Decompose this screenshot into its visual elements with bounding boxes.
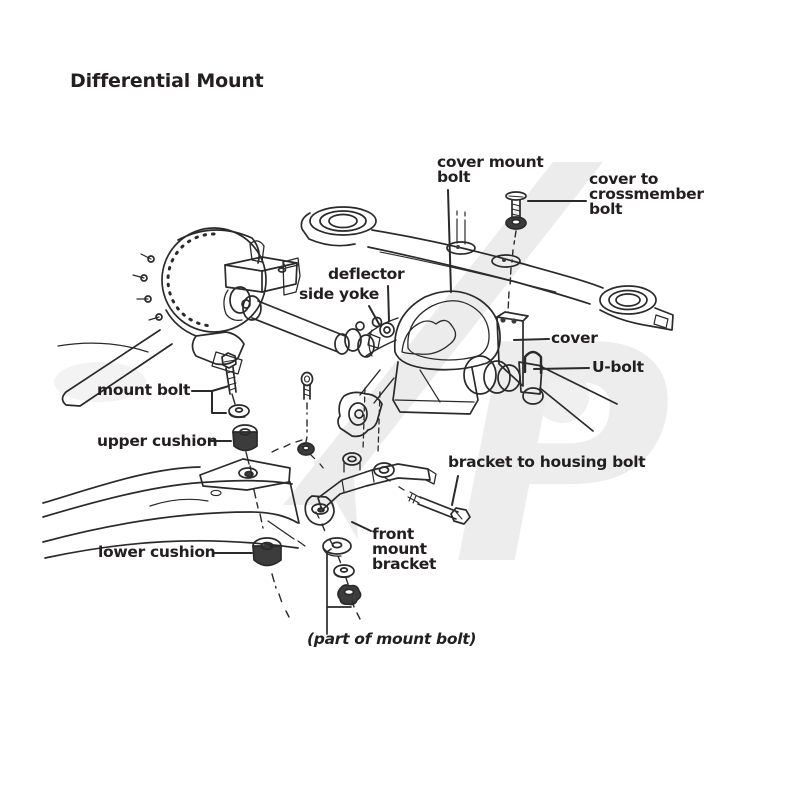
leader-side-yoke — [368, 305, 380, 325]
label-cover-to-crossmember-bolt: cover to crossmember bolt — [589, 170, 704, 218]
frame-rail-drawing — [42, 458, 306, 618]
u-bolt-output-drawing — [463, 350, 618, 432]
label-front-mount-bracket: front mount bracket — [372, 525, 437, 573]
label-side-yoke: side yoke — [299, 285, 379, 303]
label-part-of-mount-bolt: (part of mount bolt) — [307, 630, 477, 648]
label-mount-bolt: mount bolt — [97, 381, 191, 399]
leader-front-mount-bracket — [351, 521, 372, 532]
differential-housing-drawing — [337, 290, 529, 454]
leader-mount-bolt — [191, 385, 230, 414]
mount-bolt-parts-stack-drawing — [315, 511, 362, 620]
side-yoke-drawing — [251, 300, 395, 358]
leader-lines — [191, 189, 590, 635]
axle-drum-drawing — [57, 227, 298, 407]
page-title: Differential Mount — [70, 70, 264, 92]
label-cover-mount-bolt: cover mount bolt — [437, 153, 544, 186]
label-upper-cushion: upper cushion — [97, 432, 218, 450]
leader-cover — [513, 338, 550, 341]
mount-bolt-stack-drawing — [221, 352, 258, 465]
leader-u-bolt — [533, 367, 590, 370]
leader-part-of-mount-bolt — [326, 548, 352, 635]
label-lower-cushion: lower cushion — [98, 543, 216, 561]
label-u-bolt: U-bolt — [592, 358, 644, 376]
label-deflector: deflector — [328, 265, 405, 283]
label-cover: cover — [551, 329, 598, 347]
leader-bracket-to-housing-bolt — [451, 475, 459, 506]
crossmember-drawing — [282, 206, 674, 331]
front-mount-bracket-drawing — [304, 452, 471, 526]
leader-cover-mount-bolt — [447, 189, 452, 293]
label-bracket-to-housing-bolt: bracket to housing bolt — [448, 453, 646, 471]
cover-to-crossmember-bolt-icon — [505, 191, 527, 313]
leader-deflector — [387, 285, 390, 322]
vertical-bolt-drawing — [271, 371, 325, 470]
